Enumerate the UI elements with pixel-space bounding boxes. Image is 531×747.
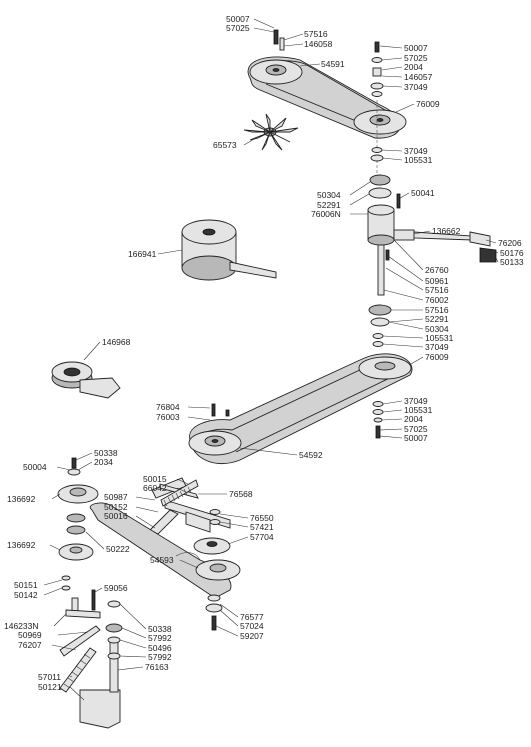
part-label: 50304 — [425, 324, 449, 334]
part-label: 76002 — [425, 295, 449, 305]
part-label: 57992 — [148, 633, 172, 643]
part-label: 50133 — [500, 257, 524, 267]
part-label: 37049 — [404, 396, 428, 406]
leader-lines — [43, 18, 499, 701]
part-label: 57025 — [404, 424, 428, 434]
part-label: 50969 — [18, 630, 42, 640]
part-label: 2034 — [94, 457, 113, 467]
part-label: 57421 — [250, 522, 274, 532]
part-label: 57025 — [404, 53, 428, 63]
part-label: 76577 — [240, 612, 264, 622]
part-label: 76804 — [156, 402, 180, 412]
part-label: 50176 — [500, 248, 524, 258]
part-label: 26760 — [425, 265, 449, 275]
part-label: 105531 — [425, 333, 454, 343]
part-label: 50304 — [317, 190, 341, 200]
part-label: 136692 — [7, 540, 36, 550]
part-label: 50222 — [106, 544, 130, 554]
part-label: 76550 — [250, 513, 274, 523]
part-label: 136692 — [7, 494, 36, 504]
part-label: 57024 — [240, 621, 264, 631]
part-label: 50987 — [104, 492, 128, 502]
part-label: 57011 — [38, 672, 61, 682]
part-label: 54591 — [321, 59, 345, 69]
part-label: 37049 — [404, 146, 428, 156]
part-label: 2004 — [404, 414, 423, 424]
part-label: 76206 — [498, 238, 522, 248]
part-label: 50007 — [404, 43, 428, 53]
part-label: 37049 — [425, 342, 449, 352]
part-label: 50152 — [104, 502, 128, 512]
part-label: 50496 — [148, 643, 172, 653]
part-label: 50142 — [14, 590, 38, 600]
part-label: 50338 — [94, 448, 118, 458]
part-label: 76006N — [311, 209, 341, 219]
part-label: 146057 — [404, 72, 433, 82]
fan-blade — [243, 113, 299, 151]
part-label: 105531 — [404, 155, 433, 165]
part-label: 136662 — [432, 226, 461, 236]
part-label: 50121 — [38, 682, 62, 692]
part-label: 76003 — [156, 412, 180, 422]
part-label: 57516 — [425, 285, 449, 295]
part-label: 2004 — [404, 62, 423, 72]
upper-belt-assembly — [243, 29, 407, 180]
part-label: 50015 — [143, 474, 167, 484]
spring — [160, 479, 199, 507]
part-labels: 50007 57025 57516 146058 54591 65573 500… — [4, 14, 524, 692]
part-label: 50007 — [404, 433, 428, 443]
part-label: 50007 — [226, 14, 250, 24]
part-label: 146233N — [4, 621, 39, 631]
part-label: 50961 — [425, 276, 449, 286]
part-label: 65573 — [213, 140, 237, 150]
part-label: 57516 — [425, 305, 449, 315]
part-label: 54593 — [150, 555, 174, 565]
center-spindle-assembly — [367, 147, 497, 347]
part-label: 146058 — [304, 39, 333, 49]
part-label: 105531 — [404, 405, 433, 415]
idler-arm-146968 — [51, 361, 121, 399]
part-label: 50041 — [411, 188, 435, 198]
part-label: 50016 — [104, 511, 128, 521]
part-label: 52291 — [317, 200, 341, 210]
part-label: 166941 — [128, 249, 157, 259]
part-label: 54592 — [299, 450, 323, 460]
part-label: 76207 — [18, 640, 42, 650]
part-label: 76163 — [145, 662, 169, 672]
part-label: 76009 — [425, 352, 449, 362]
part-label: 50338 — [148, 624, 172, 634]
part-label: 57992 — [148, 652, 172, 662]
part-label: 50004 — [23, 462, 47, 472]
tension-arm-assembly — [89, 477, 241, 631]
main-belt-assembly — [188, 353, 413, 465]
spring — [59, 647, 97, 693]
part-label: 59056 — [104, 583, 128, 593]
part-label: 37049 — [404, 82, 428, 92]
part-label: 66042 — [143, 483, 167, 493]
part-label: 57516 — [304, 29, 328, 39]
part-label: 57025 — [226, 23, 250, 33]
part-label: 76568 — [229, 489, 253, 499]
part-label: 57704 — [250, 532, 274, 542]
part-label: 59207 — [240, 631, 264, 641]
part-label: 52291 — [425, 314, 449, 324]
part-label: 50151 — [14, 580, 38, 590]
part-label: 146968 — [102, 337, 131, 347]
part-label: 76009 — [416, 99, 440, 109]
spindle-pulley-166941 — [181, 219, 277, 281]
left-pulley-stack — [57, 457, 123, 729]
